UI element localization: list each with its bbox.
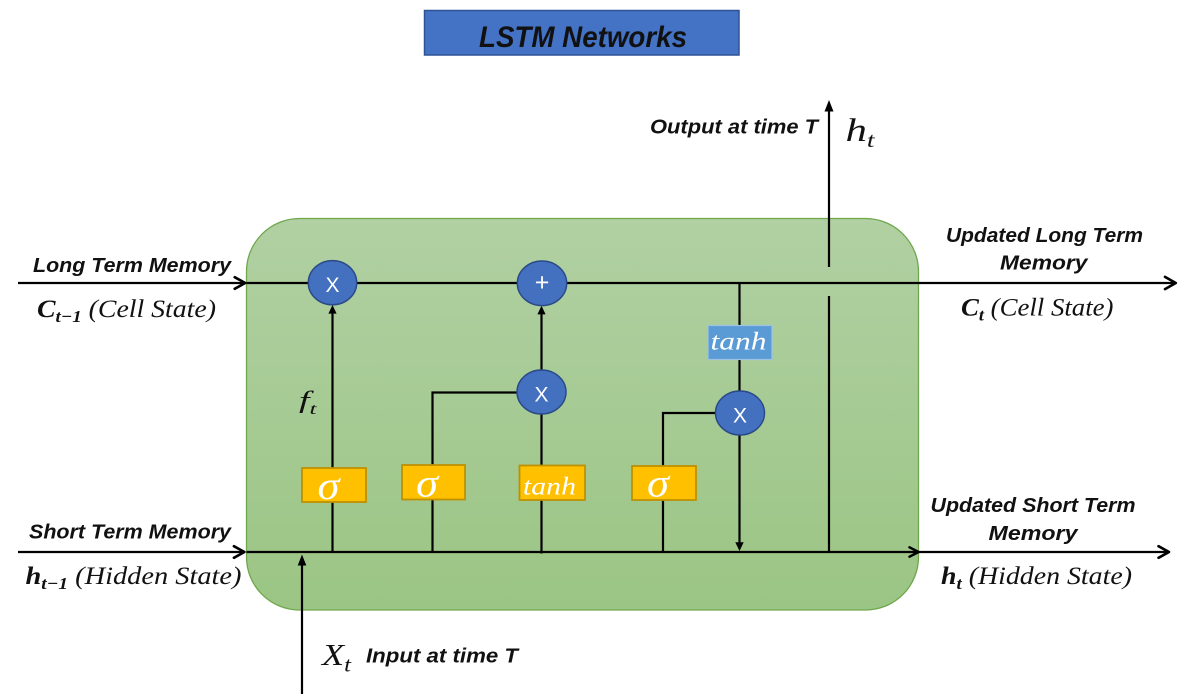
svg-text:+: +: [535, 269, 550, 297]
svg-text:σ: σ: [318, 463, 341, 508]
svg-text:X: X: [534, 383, 548, 406]
svg-text:ht (Hidden State): ht (Hidden State): [941, 563, 1132, 593]
svg-text:Updated Short Term: Updated Short Term: [931, 494, 1136, 517]
svg-text:tanh: tanh: [711, 329, 767, 356]
svg-text:σ: σ: [416, 461, 439, 506]
svg-text:Memory: Memory: [989, 522, 1080, 545]
svg-text:Input at time T: Input at time T: [366, 645, 520, 668]
svg-text:Output at time T: Output at time T: [650, 116, 820, 139]
svg-text:X: X: [733, 404, 747, 427]
svg-text:Long Term Memory: Long Term Memory: [33, 254, 233, 277]
svg-text:Ct−1 (Cell State): Ct−1 (Cell State): [37, 296, 216, 326]
svg-text:Updated Long Term: Updated Long Term: [946, 224, 1143, 247]
svg-text:Memory: Memory: [1000, 252, 1089, 275]
svg-text:Short Term Memory: Short Term Memory: [29, 521, 233, 544]
svg-text:ht−1 (Hidden State): ht−1 (Hidden State): [26, 563, 242, 593]
svg-text:σ: σ: [647, 461, 670, 506]
svg-text:Ct (Cell State): Ct (Cell State): [961, 295, 1114, 325]
svg-text:tanh: tanh: [523, 474, 576, 501]
svg-text:LSTM Networks: LSTM Networks: [479, 21, 687, 54]
svg-text:X: X: [325, 274, 339, 297]
